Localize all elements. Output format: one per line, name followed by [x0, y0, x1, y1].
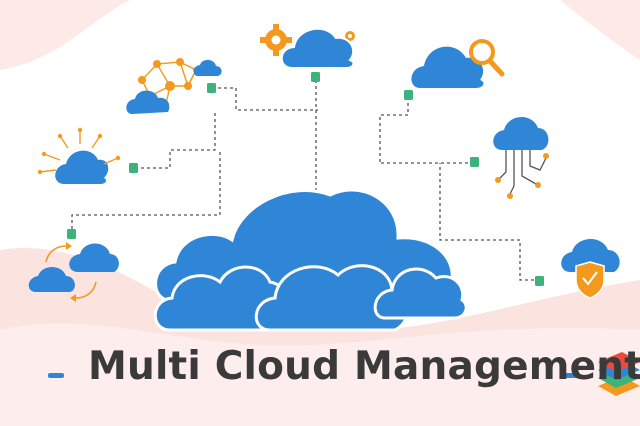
connector-node	[207, 83, 216, 93]
settings-cloud-icon	[260, 24, 355, 69]
connector-node	[67, 229, 76, 239]
connector-node	[535, 276, 544, 286]
connector-node	[129, 163, 138, 173]
banner-title: Multi Cloud Management	[88, 344, 640, 389]
circuit-cloud-icon	[493, 116, 549, 199]
sync-clouds-icon	[28, 242, 119, 302]
connector-node	[470, 157, 479, 167]
security-cloud-icon	[561, 238, 620, 299]
main-cloud-right	[373, 267, 468, 320]
broadcast-cloud-icon	[37, 127, 121, 184]
network-cloud-icon	[126, 58, 222, 114]
search-cloud-icon	[411, 39, 505, 88]
connector-node	[311, 72, 320, 82]
connector-lines	[71, 80, 540, 281]
title-right-dash	[562, 373, 578, 378]
main-cloud-cluster	[153, 188, 468, 332]
title-left-dash	[48, 373, 64, 378]
connector-nodes	[67, 72, 544, 286]
connector-node	[404, 90, 413, 100]
layers-stack-icon	[598, 352, 640, 396]
